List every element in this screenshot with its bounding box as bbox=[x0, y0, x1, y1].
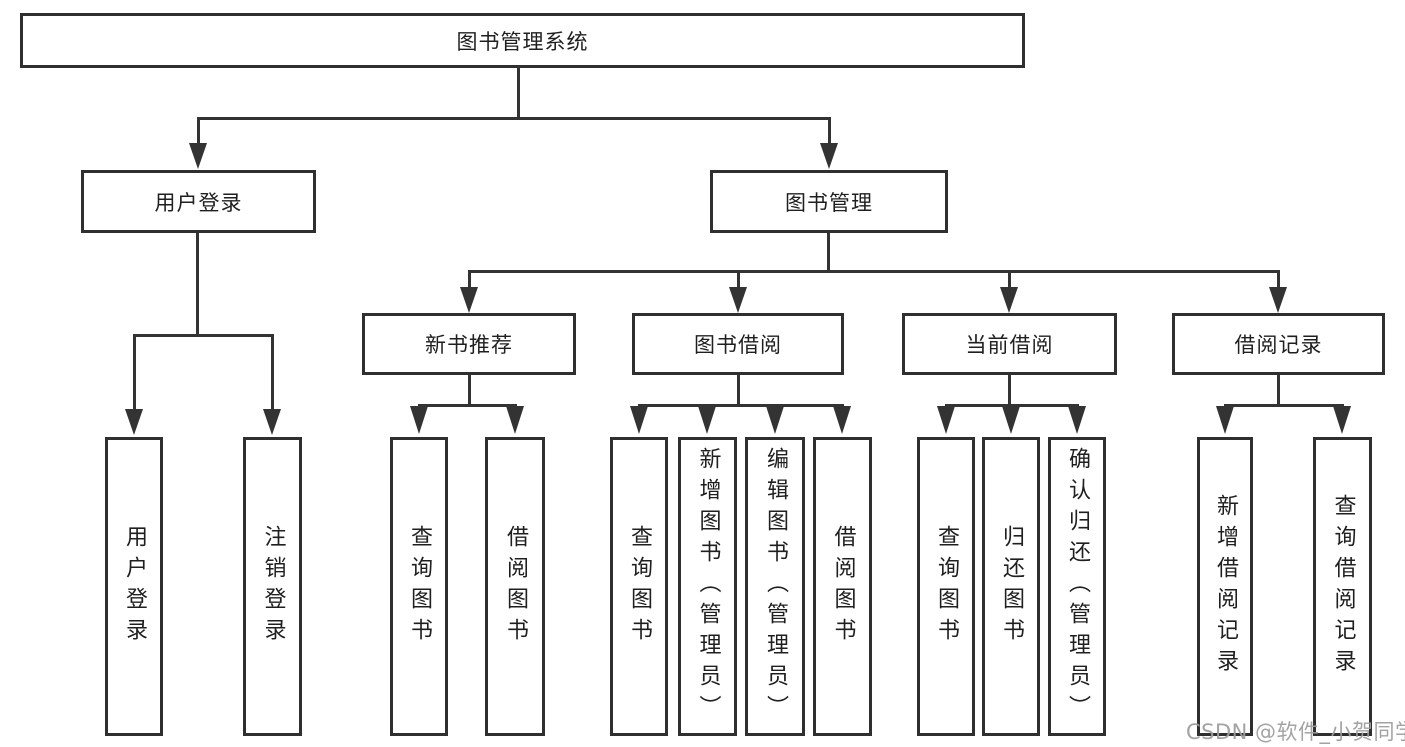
connector-level1-bus bbox=[197, 117, 831, 120]
arrowhead-down-icon bbox=[1068, 406, 1086, 434]
connector-drop-user-login bbox=[197, 117, 200, 147]
arrowhead-down-icon bbox=[1216, 406, 1234, 434]
connector-module-bus bbox=[638, 404, 844, 407]
node-user-login-branch: 用户登录 bbox=[81, 170, 316, 233]
node-label: 查询图书 bbox=[407, 524, 432, 649]
node-label: 借阅图书 bbox=[830, 524, 856, 649]
connector-drop-module bbox=[1277, 270, 1280, 291]
arrowhead-down-icon bbox=[1000, 287, 1018, 313]
node-label: 图书借阅 bbox=[694, 333, 782, 357]
node-new-book-recommend: 新书推荐 bbox=[362, 313, 576, 375]
arrowhead-down-icon bbox=[506, 406, 524, 434]
connector-drop-module bbox=[737, 270, 740, 291]
connector-drop-book-management bbox=[828, 117, 831, 147]
node-label: 图书管理 bbox=[785, 190, 873, 215]
node-label: 新书推荐 bbox=[425, 333, 513, 357]
arrowhead-down-icon bbox=[630, 406, 648, 434]
node-label: 注销登录 bbox=[260, 524, 286, 649]
node-leaf-return-books: 归还图书 bbox=[982, 437, 1040, 736]
node-label: 查询借阅记录 bbox=[1330, 493, 1356, 680]
connector-module-stem bbox=[737, 375, 740, 407]
node-label: 查询图书 bbox=[627, 524, 652, 649]
node-leaf-add-borrow-record: 新增借阅记录 bbox=[1197, 437, 1253, 736]
node-label: 查询图书 bbox=[934, 524, 959, 649]
connector-module-stem bbox=[1277, 375, 1280, 407]
node-label: 用户登录 bbox=[154, 190, 243, 215]
connector-module-stem bbox=[1008, 375, 1011, 407]
node-leaf-query-borrow-record: 查询借阅记录 bbox=[1313, 437, 1372, 736]
connector-book-management-stem bbox=[827, 233, 830, 272]
csdn-watermark: CSDN @软件_小贺同学 bbox=[1186, 720, 1405, 744]
arrowhead-down-icon bbox=[1002, 406, 1020, 434]
node-label: 确认归还（管理员） bbox=[1065, 447, 1090, 726]
node-leaf-logout: 注销登录 bbox=[243, 437, 302, 736]
node-label: 归还图书 bbox=[999, 524, 1024, 649]
connector-level2-bus bbox=[468, 270, 1280, 273]
arrowhead-down-icon bbox=[1269, 287, 1287, 313]
arrowhead-down-icon bbox=[125, 409, 143, 435]
node-root-library-management-system: 图书管理系统 bbox=[20, 13, 1025, 68]
node-label: 借阅记录 bbox=[1234, 333, 1323, 357]
node-leaf-query-books-recommend: 查询图书 bbox=[390, 437, 448, 736]
node-leaf-borrow-books-recommend: 借阅图书 bbox=[485, 437, 545, 736]
connector-drop-leaf bbox=[271, 334, 274, 412]
node-label: 借阅图书 bbox=[503, 524, 528, 649]
connector-module-bus bbox=[945, 404, 1079, 407]
node-leaf-edit-book-admin: 编辑图书（管理员） bbox=[745, 437, 805, 736]
node-book-borrowing: 图书借阅 bbox=[632, 313, 844, 375]
node-borrowing-records: 借阅记录 bbox=[1172, 313, 1385, 375]
arrowhead-down-icon bbox=[833, 406, 851, 434]
connector-drop-module bbox=[468, 270, 471, 291]
connector-root-stem bbox=[517, 66, 520, 119]
node-leaf-add-book-admin: 新增图书（管理员） bbox=[678, 437, 737, 736]
arrowhead-down-icon bbox=[698, 406, 716, 434]
node-label: 新增借阅记录 bbox=[1213, 493, 1238, 680]
connector-drop-module bbox=[1008, 270, 1011, 291]
node-leaf-query-books-current: 查询图书 bbox=[917, 437, 975, 736]
connector-drop-leaf bbox=[133, 334, 136, 412]
node-leaf-query-books-borrowing: 查询图书 bbox=[610, 437, 668, 736]
arrowhead-down-icon bbox=[766, 406, 784, 434]
arrowhead-down-icon bbox=[189, 143, 207, 169]
node-book-management-branch: 图书管理 bbox=[710, 170, 948, 233]
connector-module-bus bbox=[1224, 404, 1344, 407]
node-label: 用户登录 bbox=[122, 524, 147, 649]
node-label: 当前借阅 bbox=[965, 333, 1054, 357]
arrowhead-down-icon bbox=[1333, 406, 1351, 434]
arrowhead-down-icon bbox=[410, 406, 428, 434]
arrowhead-down-icon bbox=[460, 287, 478, 313]
node-current-borrowing: 当前借阅 bbox=[902, 313, 1117, 375]
node-leaf-confirm-return-admin: 确认归还（管理员） bbox=[1048, 437, 1106, 736]
connector-user-login-bus bbox=[133, 334, 274, 337]
node-label: 编辑图书（管理员） bbox=[763, 447, 788, 726]
arrowhead-down-icon bbox=[263, 409, 281, 435]
arrowhead-down-icon bbox=[729, 287, 747, 313]
node-leaf-borrow-books-borrowing: 借阅图书 bbox=[813, 437, 872, 736]
node-label: 新增图书（管理员） bbox=[695, 447, 721, 726]
arrowhead-down-icon bbox=[937, 406, 955, 434]
connector-user-login-stem bbox=[196, 233, 199, 337]
arrowhead-down-icon bbox=[820, 143, 838, 169]
connector-module-bus bbox=[418, 404, 517, 407]
connector-module-stem bbox=[468, 375, 471, 407]
node-label: 图书管理系统 bbox=[456, 29, 589, 54]
node-leaf-user-login: 用户登录 bbox=[105, 437, 163, 736]
